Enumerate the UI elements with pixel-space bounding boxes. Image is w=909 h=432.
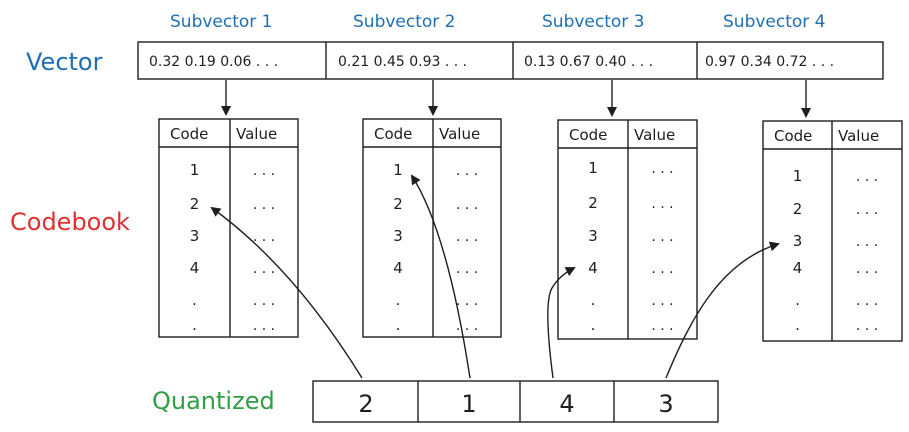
subvector-values-3: 0.13 0.67 0.40 . . .: [524, 54, 653, 70]
codebook-value-cell: . . .: [651, 318, 673, 334]
quantized-code-2: 1: [461, 390, 476, 418]
codebook-code-cell: .: [795, 291, 800, 309]
codebook-table-1: Code Value 1 . . . 2 . . . 3 . . . 4 . . .. . . ..…: [158, 118, 299, 338]
codebook-outline: [158, 118, 299, 338]
codebook-value-cell: . . .: [856, 202, 878, 218]
quantized-label: Quantized: [152, 387, 275, 415]
quantized-bar-outline: [312, 380, 719, 423]
mapping-arrow-2: [410, 174, 471, 379]
quantized-code-1: 2: [358, 390, 373, 418]
codebook-value-cell: . . .: [651, 229, 673, 245]
codebook-header-value: Value: [838, 127, 879, 145]
codebook-code-cell: .: [591, 291, 596, 309]
codebook-header-value: Value: [634, 126, 675, 144]
codebook-code-cell: .: [795, 316, 800, 334]
codebook-value-cell: . . .: [651, 196, 673, 212]
codebook-label: Codebook: [10, 208, 130, 236]
codebook-table-2: Code Value 1 . . . 2 . . . 3 . . . 4 . . .. . . ..…: [362, 118, 502, 338]
quantized-code-3: 4: [559, 390, 574, 418]
codebook-table-4: Code Value 1 . . . 2 . . . 3 . . . 4 . . .. . . ..…: [762, 120, 903, 342]
codebook-value-cell: . . .: [651, 161, 673, 177]
codebook-value-cell: . . .: [856, 169, 878, 185]
codebook-value-cell: . . .: [456, 163, 478, 179]
codebook-value-cell: . . .: [456, 318, 478, 334]
codebook-code-cell: 1: [393, 161, 403, 179]
codebook-code-cell: .: [192, 316, 197, 334]
codebook-header-code: Code: [374, 125, 412, 143]
codebook-value-cell: . . .: [856, 318, 878, 334]
codebook-value-cell: . . .: [456, 197, 478, 213]
codebook-code-cell: 3: [588, 227, 598, 245]
codebook-code-cell: .: [591, 316, 596, 334]
codebook-value-cell: . . .: [456, 293, 478, 309]
quantized-bar: 2 1 4 3: [312, 380, 719, 423]
codebook-value-cell: . . .: [253, 318, 275, 334]
codebook-code-cell: 2: [793, 200, 803, 218]
subvector-title-3: Subvector 3: [542, 12, 645, 32]
codebook-value-cell: . . .: [253, 261, 275, 277]
codebook-value-cell: . . .: [253, 197, 275, 213]
subvector-values-4: 0.97 0.34 0.72 . . .: [705, 54, 834, 70]
codebook-code-cell: 2: [588, 194, 598, 212]
codebook-value-cell: . . .: [856, 261, 878, 277]
mapping-arrow-4: [665, 241, 780, 379]
subvector-values-2: 0.21 0.45 0.93 . . .: [338, 54, 467, 70]
codebook-value-cell: . . .: [651, 293, 673, 309]
codebook-value-cell: . . .: [253, 229, 275, 245]
codebook-code-cell: 4: [588, 259, 598, 277]
codebook-outline: [362, 118, 502, 338]
codebook-header-value: Value: [439, 125, 480, 143]
codebook-code-cell: 4: [793, 259, 803, 277]
codebook-code-cell: 1: [190, 161, 200, 179]
codebook-value-cell: . . .: [856, 293, 878, 309]
codebook-value-cell: . . .: [651, 261, 673, 277]
codebook-value-cell: . . .: [456, 261, 478, 277]
subvector-title-4: Subvector 4: [723, 12, 826, 32]
subvector-title-1: Subvector 1: [170, 12, 273, 32]
codebook-code-cell: 3: [393, 227, 403, 245]
subvector-values-1: 0.32 0.19 0.06 . . .: [149, 54, 278, 70]
vector-bar-outline: [137, 41, 884, 80]
codebook-code-cell: 3: [793, 232, 803, 250]
codebook-header-value: Value: [236, 125, 277, 143]
codebook-code-cell: 2: [190, 195, 200, 213]
codebook-table-3: Code Value 1 . . . 2 . . . 3 . . . 4 . . .. . . ..…: [557, 119, 698, 340]
codebook-code-cell: 4: [190, 259, 200, 277]
codebook-value-cell: . . .: [253, 293, 275, 309]
codebook-code-cell: 4: [393, 259, 403, 277]
mapping-arrow-1: [210, 206, 363, 379]
codebook-code-cell: .: [396, 316, 401, 334]
codebook-code-cell: .: [192, 291, 197, 309]
vector-bar: 0.32 0.19 0.06 . . . 0.21 0.45 0.93 . . …: [137, 41, 884, 80]
vector-label: Vector: [26, 48, 103, 76]
codebook-value-cell: . . .: [456, 229, 478, 245]
codebook-value-cell: . . .: [253, 163, 275, 179]
codebook-header-code: Code: [774, 127, 812, 145]
codebook-header-code: Code: [569, 126, 607, 144]
codebook-header-code: Code: [170, 125, 208, 143]
codebook-code-cell: 1: [793, 167, 803, 185]
codebook-value-cell: . . .: [856, 234, 878, 250]
quantized-code-4: 3: [658, 390, 673, 418]
mapping-arrow-3: [547, 267, 576, 379]
codebook-code-cell: 3: [190, 227, 200, 245]
codebook-code-cell: 1: [588, 159, 598, 177]
codebook-code-cell: 2: [393, 195, 403, 213]
subvector-title-2: Subvector 2: [353, 12, 456, 32]
codebook-code-cell: .: [396, 291, 401, 309]
